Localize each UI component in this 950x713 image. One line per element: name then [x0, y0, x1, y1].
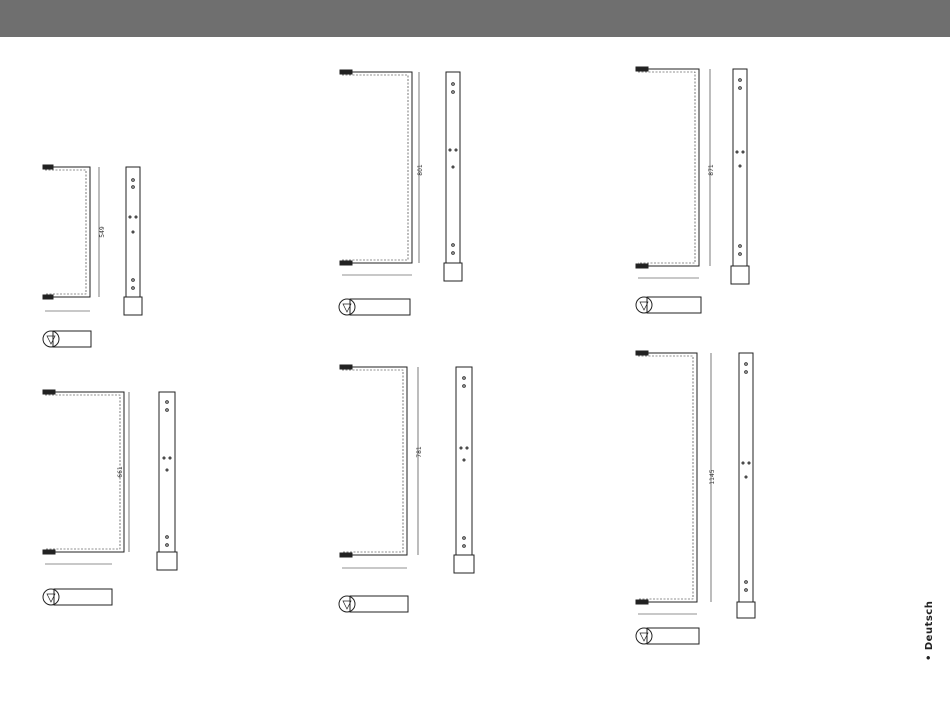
frame-1145-front-view — [737, 353, 755, 618]
frame-781-top-view — [339, 596, 408, 612]
frame-801-front-view — [444, 72, 462, 281]
frame-801-top-view — [339, 299, 410, 315]
frame-549-side-view — [43, 165, 99, 311]
language-label: • Deutsch — [912, 613, 950, 663]
frame-781-side-view — [340, 365, 418, 568]
frame-1145-dimension-label: 1145 — [709, 469, 716, 484]
frame-871-top-view — [636, 297, 701, 313]
frame-871-side-view — [636, 67, 710, 278]
frame-661-top-view — [43, 589, 112, 605]
frame-801-side-view — [340, 70, 419, 275]
frame-549-top-view — [43, 331, 91, 347]
frame-661-dimension-label: 661 — [117, 466, 124, 478]
frame-549-dimension-label: 549 — [99, 226, 106, 238]
frame-661-front-view — [157, 392, 177, 570]
frame-1145-top-view — [636, 628, 699, 644]
language-label-text: • Deutsch — [924, 601, 935, 661]
frame-871-front-view — [731, 69, 749, 284]
frame-549-front-view — [124, 167, 142, 315]
frame-801-dimension-label: 801 — [417, 164, 424, 176]
frame-781-front-view — [454, 367, 474, 573]
frame-1145-side-view — [636, 351, 711, 614]
frame-871-dimension-label: 871 — [708, 164, 715, 176]
frame-781-dimension-label: 781 — [416, 446, 423, 458]
